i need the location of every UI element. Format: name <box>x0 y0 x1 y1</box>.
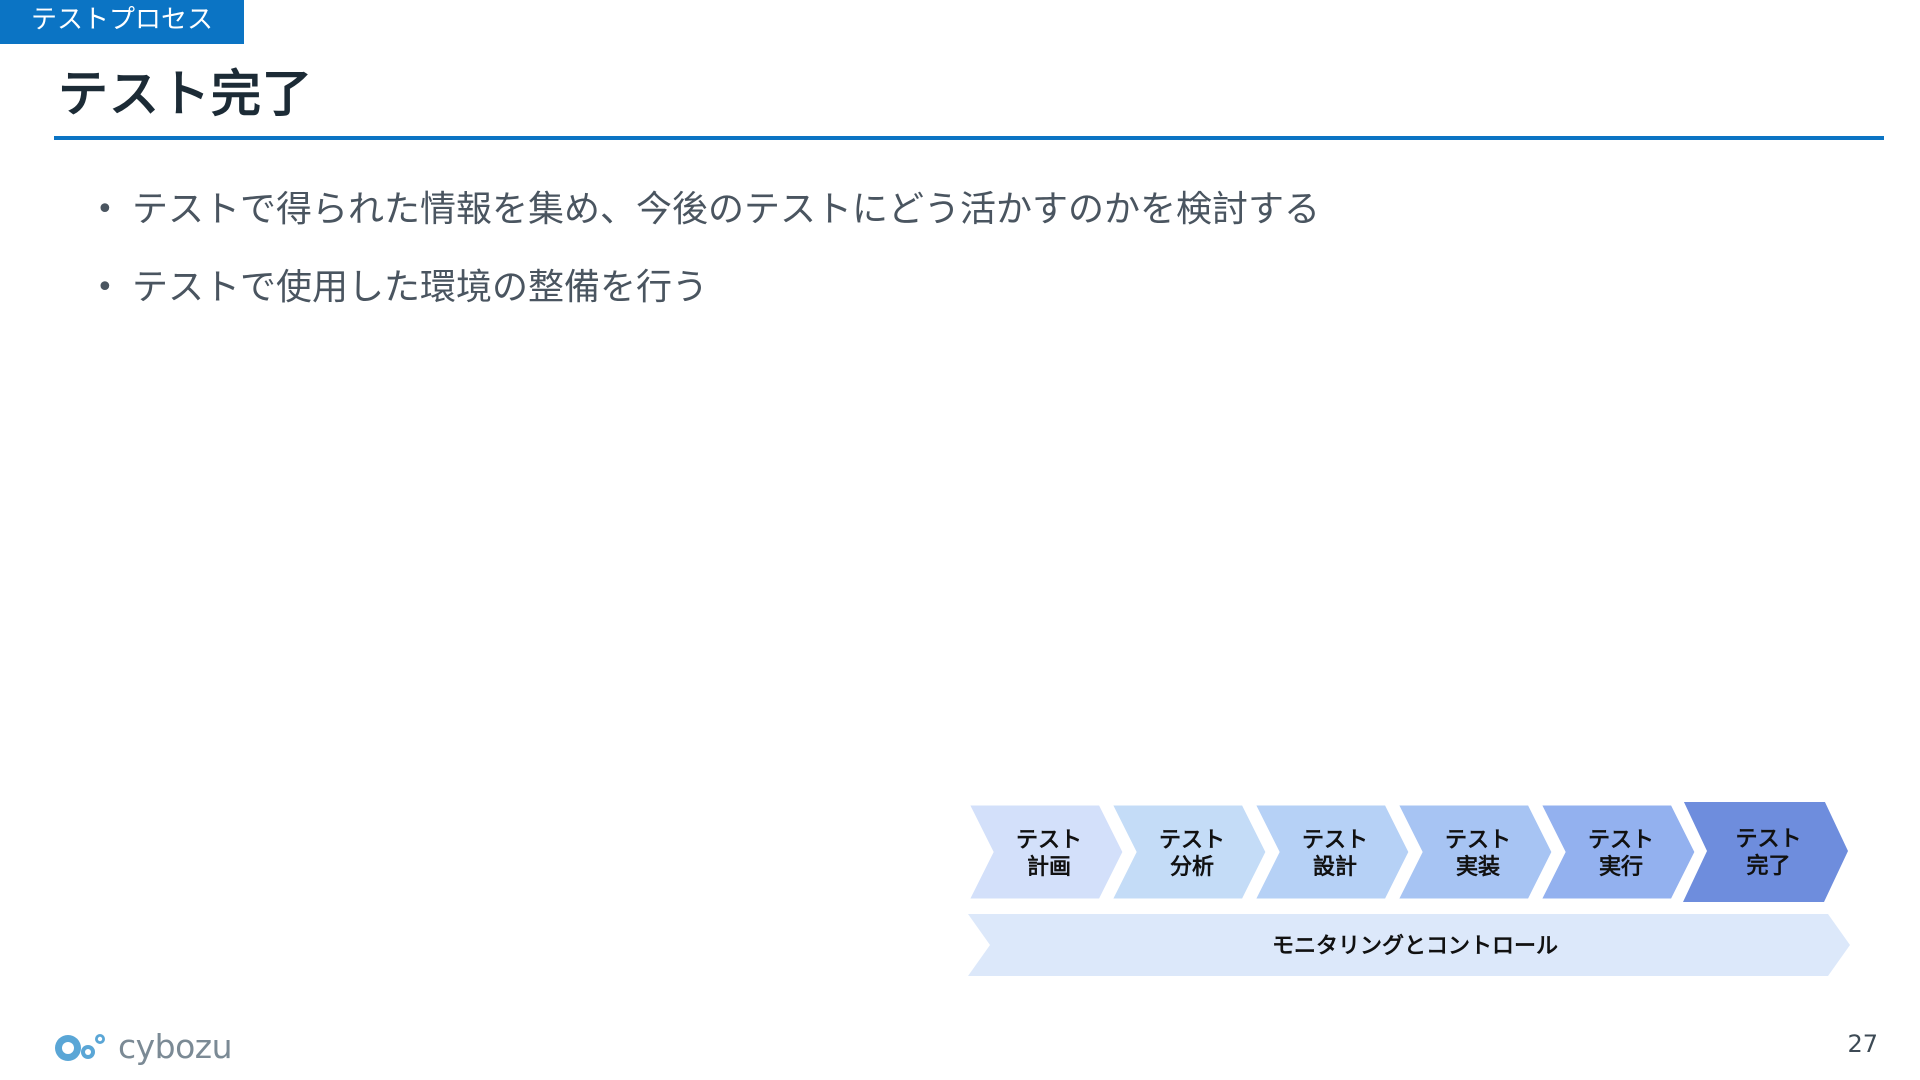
process-step-label-line1: テスト <box>1159 828 1225 853</box>
process-step-label-line2: 設計 <box>1313 854 1357 880</box>
process-step-label-line1: テスト <box>1302 828 1368 853</box>
test-process-diagram: テスト計画テスト分析テスト設計テスト実装テスト実行テスト完了 モニタリングとコン… <box>968 802 1858 980</box>
process-step-label-line2: 分析 <box>1170 855 1214 880</box>
logo-mark-icon <box>55 1034 105 1061</box>
process-step-label-line1: テスト <box>1016 828 1082 853</box>
title-divider <box>54 136 1884 140</box>
monitoring-band: モニタリングとコントロール <box>968 914 1850 976</box>
bullet-text: テストで得られた情報を集め、今後のテストにどう活かすのかを検討する <box>132 189 1321 230</box>
process-step-chevron <box>1683 802 1848 902</box>
process-step-chevron <box>968 802 1126 902</box>
cybozu-logo: cybozu <box>54 1026 233 1066</box>
section-tag: テストプロセス <box>0 0 244 44</box>
process-step-label-line2: 実行 <box>1599 854 1643 880</box>
process-step-label-line1: テスト <box>1588 828 1654 853</box>
bullet-dot-icon: • <box>96 192 114 227</box>
logo-text: cybozu <box>118 1026 233 1066</box>
bullet-dot-icon: • <box>96 270 114 305</box>
process-step-chevron <box>1537 802 1698 902</box>
monitoring-arrow <box>968 914 1850 976</box>
monitoring-label: モニタリングとコントロール <box>1272 933 1558 959</box>
page-title: テスト完了 <box>58 65 313 123</box>
process-step-label-line1: テスト <box>1445 828 1511 853</box>
process-step-label-line1: テスト <box>1735 827 1801 852</box>
bullet-text: テストで使用した環境の整備を行う <box>132 267 709 308</box>
process-step-label-line2: 完了 <box>1746 853 1790 879</box>
bullet-list: • テストで得られた情報を集め、今後のテストにどう活かすのかを検討する • テス… <box>96 186 1320 342</box>
page-number: 27 <box>1847 1030 1878 1058</box>
process-step-chevron <box>1394 802 1555 902</box>
bullet-item: • テストで得られた情報を集め、今後のテストにどう活かすのかを検討する <box>96 186 1320 234</box>
process-step-chevron <box>1108 802 1269 902</box>
process-step-label-line2: 実装 <box>1456 854 1500 880</box>
bullet-item: • テストで使用した環境の整備を行う <box>96 264 1320 312</box>
process-step-chevron <box>1251 802 1412 902</box>
process-step-label-line2: 計画 <box>1027 854 1071 880</box>
